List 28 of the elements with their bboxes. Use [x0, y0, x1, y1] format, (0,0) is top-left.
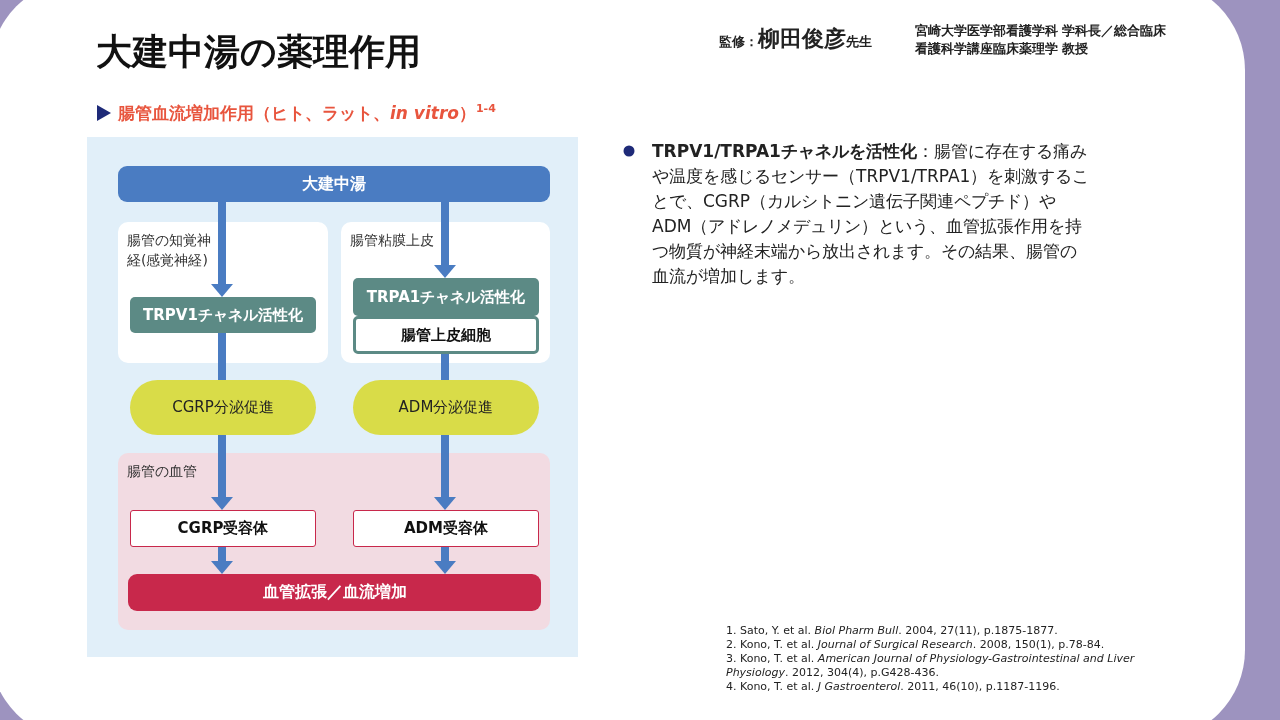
supervisor-name: 監修：柳田俊彦先生 — [719, 25, 872, 53]
arrow — [434, 547, 456, 574]
arrow — [211, 435, 233, 510]
result-bar: 血管拡張／血流増加 — [128, 574, 541, 611]
top-bar: 大建中湯 — [118, 166, 550, 202]
arrow — [434, 202, 456, 278]
arrow — [434, 435, 456, 510]
affiliation: 宮崎大学医学部看護学科 学科長／総合臨床看護科学講座臨床薬理学 教授 — [915, 22, 1168, 58]
panel-heading: 腸管の血管 — [127, 462, 198, 481]
reference: 1. Sato, Y. et al. Biol Pharm Bull. 2004, 27(11), p.1875-1877. — [726, 624, 1058, 637]
reference: 4. Kono, T. et al. J Gastroenterol. 2011, 46(10), p.1187-1196. — [726, 680, 1060, 693]
panel-heading: 腸管の知覚神経(感覚神経) — [127, 231, 212, 270]
cell-box: 腸管上皮細胞 — [353, 316, 539, 354]
arrow — [211, 547, 233, 574]
panel — [118, 222, 328, 363]
panel-heading: 腸管粘膜上皮 — [350, 231, 435, 250]
bullet-text: TRPV1/TRPA1チャネルを活性化：腸管に存在する痛みや温度を感じるセンサー（TRPV1/TRPA1）を刺激することで、CGRP（カルシトニン遺伝子関連ペプチド）やADM（アドレノメデュリン）という、血管拡張作用を持つ物質が神経末端から放出されます。その結果、腸管の血流が増加します。 — [652, 140, 1091, 288]
reference: 3. Kono, T. et al. American Journal of Physiology-Gastrointestinal and Liver Physiology. 2012, 304(4), p.G428-436. — [726, 652, 1136, 680]
section-heading: 腸管血流増加作用（ヒト、ラット、in vitro）$^{1-4}$ — [118, 102, 496, 125]
panel — [341, 222, 550, 363]
arrow — [211, 202, 233, 297]
channel-box: TRPA1チャネル活性化 — [353, 278, 539, 316]
channel-box: TRPV1チャネル活性化 — [130, 297, 316, 333]
vessel-panel — [118, 453, 550, 630]
reference: 2. Kono, T. et al. Journal of Surgical Research. 2008, 150(1), p.78-84. — [726, 638, 1105, 651]
receptor-box: CGRP受容体 — [130, 510, 316, 547]
title: 大建中湯の薬理作用 — [96, 30, 421, 74]
receptor-box: ADM受容体 — [353, 510, 539, 547]
